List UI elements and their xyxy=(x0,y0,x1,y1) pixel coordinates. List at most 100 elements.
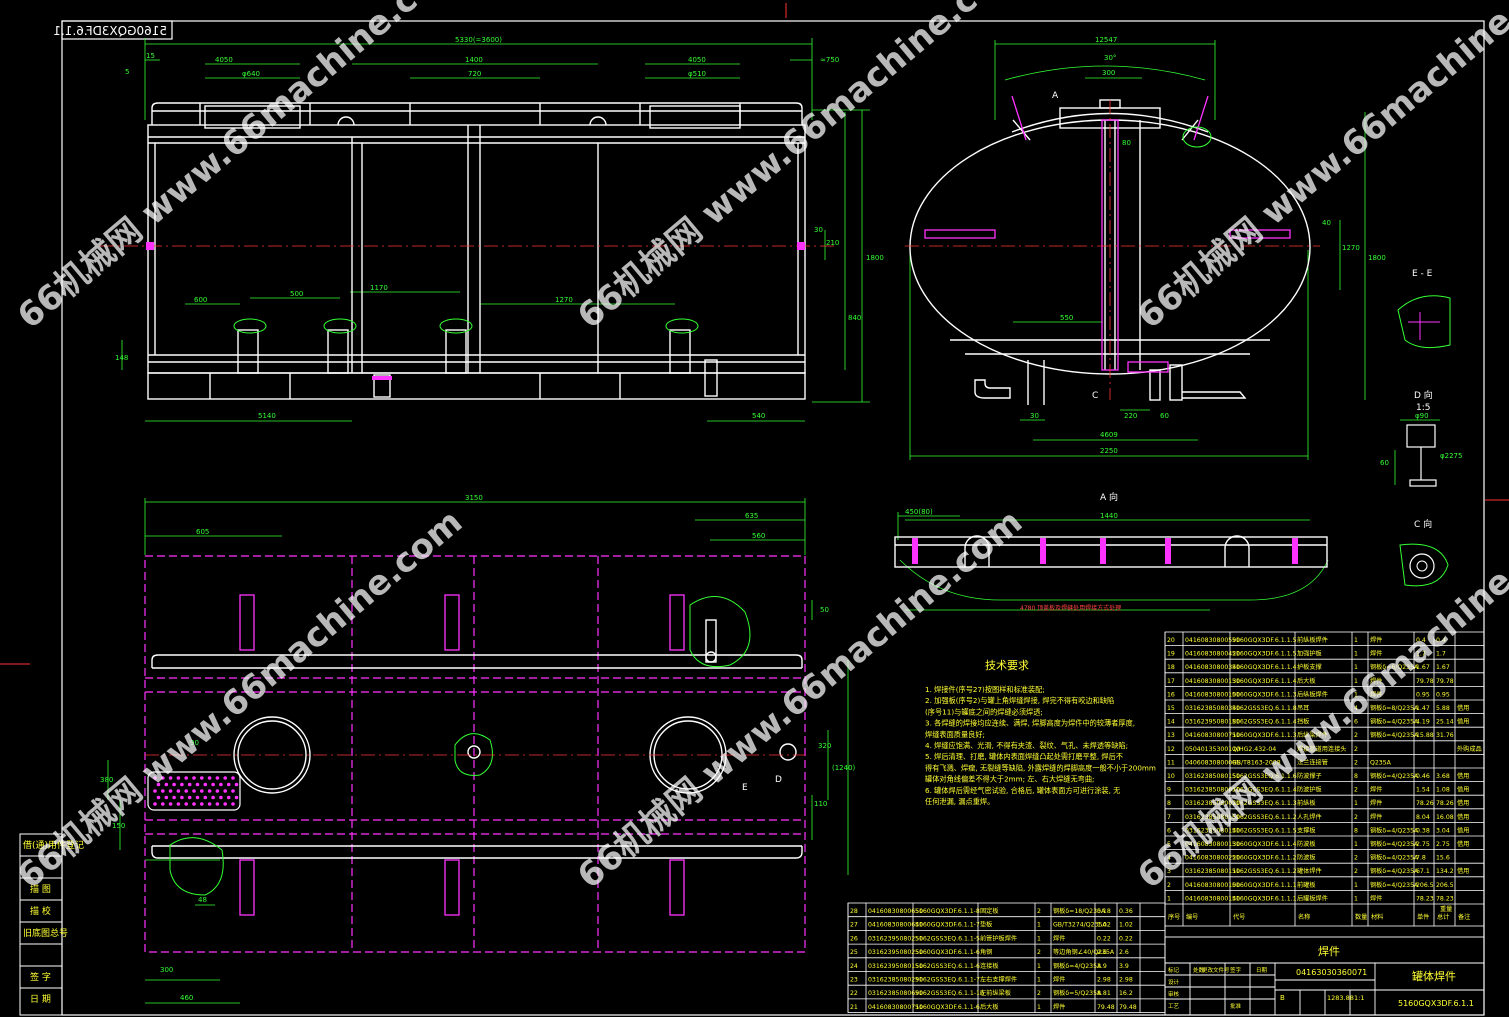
view-mark-d: D xyxy=(775,775,782,785)
parts-cell: 1 xyxy=(1037,1004,1041,1011)
plate-hole xyxy=(192,789,196,793)
parts-cell: 挡板 xyxy=(1297,718,1309,726)
title-assembly: 罐体焊件 xyxy=(1412,969,1456,983)
drawing-code-label: 5160GQX3DF.6.1.1 xyxy=(53,24,167,38)
dim-label: 635 xyxy=(745,512,758,520)
title-row-label: 设计 xyxy=(1168,978,1180,986)
dim-label: 48 xyxy=(198,896,207,904)
view-mark-e: E xyxy=(742,783,748,793)
dim-label: 4050 xyxy=(215,56,233,64)
plate-hole xyxy=(172,782,176,787)
dim-label: 300 xyxy=(1102,69,1115,77)
plate-hole xyxy=(203,782,208,787)
parts-cell: 钢板δ=18/Q235A xyxy=(1053,907,1106,915)
parts-header-cell: 序号 xyxy=(1168,913,1180,921)
parts-cell: 钢板δ=4/Q235A xyxy=(1370,826,1419,834)
tech-req-title: 技术要求 xyxy=(985,659,1029,672)
plate-hole xyxy=(176,802,181,806)
parts-cell: 焊接管道用连接头 xyxy=(1297,745,1347,753)
parts-cell: 04160830800130 xyxy=(1185,678,1240,685)
plate-hole xyxy=(187,782,192,787)
parts-cell: 支撑板 xyxy=(1297,826,1316,834)
parts-cell: 5162GSS3EQ.6.1.1.2 xyxy=(1232,814,1297,821)
plate-hole xyxy=(223,776,227,780)
parts-cell: 5160GQX3DF.6.1.1.4 xyxy=(1232,841,1297,848)
parts-header-cell: 编号 xyxy=(1186,913,1198,921)
left-strip-cell: 描 图 xyxy=(30,883,51,895)
parts-cell: 5160GQX3DF.6.1.1-6 xyxy=(915,949,980,956)
parts-cell: 03162385080290 xyxy=(868,977,923,984)
parts-cell: 1.67 xyxy=(1416,664,1430,671)
left-strip-cell: 描 校 xyxy=(30,905,51,917)
dim-label: 1270 xyxy=(555,296,573,304)
parts-cell: 借用 xyxy=(1457,786,1469,794)
title-weight: 1283.88 xyxy=(1327,994,1354,1002)
parts-cell: 28 xyxy=(850,908,858,915)
parts-cell: 5160GQX3DF.6.1.1-8 xyxy=(915,908,980,915)
parts-cell: 5160GQX3DF.6.1.1.4 xyxy=(1232,664,1297,671)
parts-cell: 10 xyxy=(1167,773,1175,780)
tech-req-line: (序号11)与罐底之间的焊缝必须焊透; xyxy=(925,707,1043,716)
parts-cell: 借用 xyxy=(1457,718,1469,726)
parts-cell: 16.08 xyxy=(1436,814,1454,821)
parts-cell: 31.76 xyxy=(1436,732,1454,739)
parts-cell: 1 xyxy=(1354,651,1358,658)
parts-cell: Q235A xyxy=(1370,759,1392,766)
tech-req-line: 焊缝表面质量良好; xyxy=(925,730,985,739)
parts-cell: 后纵板焊件 xyxy=(1297,690,1328,698)
dim-label: 450(80) xyxy=(905,508,933,516)
parts-cell: 2.75 xyxy=(1436,841,1450,848)
parts-cell: GB/T8163-2008 xyxy=(1232,759,1281,766)
plate-hole xyxy=(234,782,239,787)
parts-cell: 5160GQX3DF.6.1.1.1 xyxy=(1232,895,1297,902)
parts-cell: 借用 xyxy=(1457,813,1469,821)
parts-cell: 8 xyxy=(1167,800,1171,807)
plate-hole xyxy=(195,795,200,800)
dim-label: 2250 xyxy=(1100,447,1118,455)
plate-hole xyxy=(180,795,184,800)
parts-cell: 3.68 xyxy=(1436,773,1450,780)
dim-label: 12547 xyxy=(1095,36,1117,44)
parts-cell: 14 xyxy=(1167,719,1175,726)
parts-cell: 04160830800590 xyxy=(1185,637,1240,644)
dim-label: 1800 xyxy=(1368,254,1386,262)
dim-label: 380 xyxy=(100,776,113,784)
parts-cell: 外购成品 xyxy=(1457,745,1482,753)
plate-hole xyxy=(207,789,212,793)
parts-cell: 焊件 xyxy=(1370,636,1382,644)
parts-cell: 1 xyxy=(1037,977,1041,984)
title-doc-no: 04163030360071 xyxy=(1296,968,1367,977)
parts-cell: 借用 xyxy=(1457,772,1469,780)
dim-label: φ2275 xyxy=(1440,452,1462,460)
plate-hole xyxy=(231,776,235,780)
parts-cell: 6 xyxy=(1167,827,1171,834)
parts-cell: 0.22 xyxy=(1119,935,1133,942)
tech-req-line: 任何泄漏, 漏点重焊。 xyxy=(925,797,994,806)
parts-cell: 钢板δ=4/Q235A xyxy=(1053,962,1102,970)
parts-header-cell: 单件 xyxy=(1417,913,1429,921)
parts-cell: 1 xyxy=(1167,895,1171,902)
dim-label: (1240) xyxy=(832,764,856,772)
parts-cell: 左右支撑焊件 xyxy=(980,976,1017,984)
parts-cell: 借用 xyxy=(1457,840,1469,848)
parts-cell: 16.2 xyxy=(1119,990,1133,997)
left-strip-cell: 签 字 xyxy=(30,971,51,983)
parts-cell: 法兰连接管 xyxy=(1297,758,1328,766)
parts-cell: Q/HG2.432-04 xyxy=(1232,746,1276,753)
parts-cell: 5160GQX3DF.6.1.1.3 xyxy=(1232,691,1297,698)
title-block: 焊件 04163030360071 罐体焊件 5160GQX3DF.6.1.1 … xyxy=(1164,936,1485,1016)
title-row-label: 批准 xyxy=(1230,1002,1242,1010)
dim-label: 5 xyxy=(125,68,129,76)
parts-cell: 焊件 xyxy=(1370,650,1382,658)
parts-cell: 03162395080180 xyxy=(1185,719,1240,726)
parts-cell: 焊件 xyxy=(1370,799,1382,807)
tech-req-line: 2. 加强板(序号2)与罐上角焊缝焊接, 焊完不得有咬边和缺陷 xyxy=(925,696,1114,705)
parts-cell: 27 xyxy=(850,922,858,929)
parts-cell: 2 xyxy=(1354,759,1358,766)
parts-cell: 钢板δ=4/Q235A xyxy=(1370,731,1419,739)
view-d-scale: 1:5 xyxy=(1416,403,1430,413)
parts-cell: 5160GQX3DF.6.1.1-7 xyxy=(915,922,980,929)
parts-cell: 17 xyxy=(1167,678,1175,685)
parts-cell: 23 xyxy=(850,977,858,984)
